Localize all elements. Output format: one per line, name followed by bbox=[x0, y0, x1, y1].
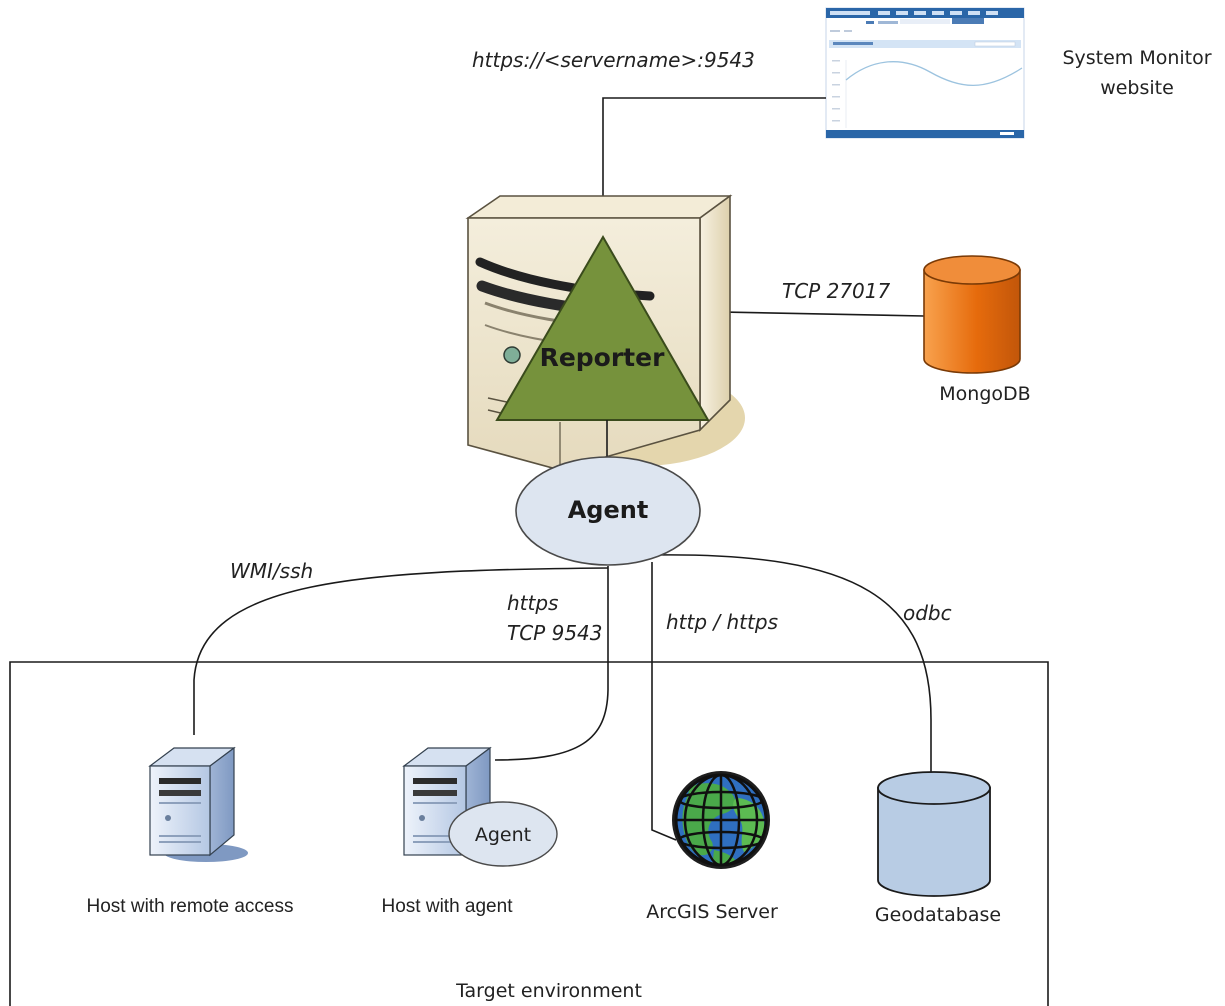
mongodb-label: MongoDB bbox=[939, 383, 1030, 405]
target-environment-box bbox=[9, 661, 1049, 1006]
website-label-line1: System Monitor bbox=[1062, 47, 1211, 69]
connector-http bbox=[651, 562, 677, 841]
geodatabase-label: Geodatabase bbox=[875, 904, 1001, 926]
wmi-label: WMI/ssh bbox=[230, 559, 313, 583]
agent-main-label: Agent bbox=[568, 496, 649, 524]
host-remote-label: Host with remote access bbox=[87, 896, 294, 917]
website-thumbnail-icon[interactable] bbox=[825, 7, 1025, 139]
connector-wmi bbox=[193, 567, 609, 735]
connector-odbc bbox=[651, 554, 932, 773]
host-agent-label: Host with agent bbox=[382, 896, 514, 917]
host-server-icon bbox=[148, 746, 248, 862]
reporter-label: Reporter bbox=[540, 343, 666, 372]
website-label-line2: website bbox=[1100, 77, 1174, 99]
agent-small-label: Agent bbox=[475, 824, 531, 846]
https-label-line1: https bbox=[507, 591, 558, 615]
connector-website bbox=[602, 97, 826, 240]
target-environment-label: Target environment bbox=[455, 980, 642, 1002]
globe-icon bbox=[672, 771, 770, 869]
http-label: http / https bbox=[666, 610, 778, 634]
https-label-line2: TCP 9543 bbox=[507, 621, 603, 645]
mongodb-database-icon bbox=[923, 255, 1021, 374]
connector-https bbox=[494, 566, 609, 761]
odbc-label: odbc bbox=[903, 601, 952, 625]
reporter-triangle[interactable] bbox=[495, 234, 710, 421]
agent-small-ellipse[interactable] bbox=[448, 801, 558, 867]
tcp-mongo-label: TCP 27017 bbox=[782, 279, 890, 303]
agent-main-ellipse[interactable] bbox=[515, 456, 701, 566]
arcgis-label: ArcGIS Server bbox=[646, 901, 778, 923]
geodatabase-cylinder-icon bbox=[877, 771, 991, 897]
url-label: https://<servername>:9543 bbox=[472, 48, 755, 72]
